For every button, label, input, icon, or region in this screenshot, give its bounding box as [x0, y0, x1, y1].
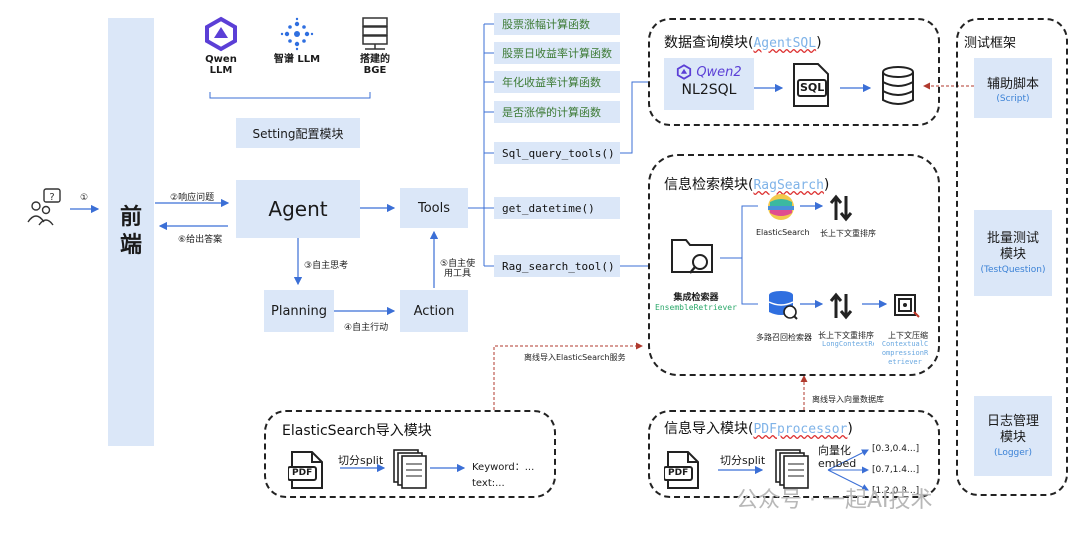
rerank-label-1: 长上下文重排序: [820, 229, 876, 238]
function-item: 股票日收益率计算函数: [494, 42, 620, 64]
step5-label-b: 用工具: [444, 269, 472, 279]
rag-module: [648, 154, 940, 376]
compress-label-en: ContextualCompressionRetriever: [881, 340, 929, 366]
nl2sql-box: Qwen2 NL2SQL: [664, 58, 754, 110]
function-item: 股票涨幅计算函数: [494, 13, 620, 35]
llm-zhipu: 智谱 LLM: [272, 16, 322, 65]
step5-label-a: ⑤自主使: [440, 259, 476, 269]
qwen2-logo-icon: [677, 64, 692, 80]
text-label: text:...: [472, 478, 505, 489]
pdf-icon: PDF: [287, 450, 324, 494]
es-import-module: [264, 410, 556, 498]
sql-module: [648, 18, 940, 126]
vector-value: [0.7,1.4...]: [872, 465, 920, 475]
pdf-split-label: 切分split: [720, 454, 766, 467]
elasticsearch-icon: [766, 192, 796, 226]
compress-icon: [892, 292, 920, 322]
pdf-processor-module: [648, 410, 940, 498]
svg-text:?: ?: [49, 192, 54, 203]
split-docs-icon: [392, 448, 428, 494]
folder-search-icon: [670, 234, 716, 282]
step6-label: ⑥给出答案: [178, 235, 223, 245]
llm-bge: 搭建的 BGE: [350, 16, 400, 76]
keyword-label: Keyword：...: [472, 462, 535, 473]
function-item: 是否涨停的计算函数: [494, 101, 620, 123]
function-item: 年化收益率计算函数: [494, 71, 620, 93]
ensemble-retriever: 集成检索器 EnsembleRetriever: [655, 293, 737, 312]
test-question-box: 批量测试 模块 (TestQuestion): [974, 210, 1052, 296]
es-import-title: ElasticSearch导入模块: [282, 423, 432, 439]
compress-label: 上下文压缩: [888, 331, 928, 340]
rag-internal-lines: [720, 205, 758, 305]
script-box: 辅助脚本 (Script): [974, 58, 1052, 118]
vector-value: [0.3,0.4...]: [872, 444, 920, 454]
pdf-icon: PDF: [663, 450, 700, 494]
user-icon: ?: [26, 188, 66, 228]
llm-qwen: Qwen LLM: [196, 16, 246, 76]
step4-label: ④自主行动: [344, 323, 389, 333]
step1-label: ①: [80, 193, 89, 203]
multi-retriever-label: 多路召回检索器: [756, 333, 812, 342]
es-split-label: 切分split: [338, 454, 384, 467]
rerank-label-2: 长上下文重排序: [818, 331, 874, 340]
multi-retriever-icon: [764, 290, 798, 324]
rerank-icon-1: [828, 194, 854, 226]
split-docs-icon: [774, 448, 810, 494]
llm-bracket: [209, 92, 371, 99]
offline-es-arrow: [493, 342, 643, 410]
offline-vector-label: 离线导入向量数据库: [812, 395, 884, 404]
server-icon: [362, 17, 388, 50]
get-datetime-item: get_datetime(): [494, 197, 620, 219]
setting-box: Setting配置模块: [236, 118, 360, 148]
qwen-llm-label: Qwen LLM: [205, 54, 237, 76]
tools-box: Tools: [400, 188, 468, 228]
step3-label: ③自主思考: [304, 261, 349, 271]
sql-query-tool-item: Sql_query_tools(): [494, 142, 620, 164]
zhipu-llm-label: 智谱 LLM: [273, 54, 321, 65]
step2-label: ②响应问题: [170, 193, 215, 203]
sql-module-title: 数据查询模块(AgentSQL): [664, 35, 822, 51]
frontend-box: 前 端: [108, 18, 154, 446]
test-framework-title: 测试框架: [964, 36, 1017, 51]
rerank-label-2-en: LongContextReorder: [822, 340, 874, 348]
logger-box: 日志管理 模块 (Logger): [974, 396, 1052, 476]
elasticsearch-label: ElasticSearch: [756, 228, 810, 237]
embed-label: 向量化 embed: [818, 444, 857, 470]
agent-box: Agent: [236, 180, 360, 238]
sql-file-icon: SQL: [788, 62, 834, 108]
pdf-processor-title: 信息导入模块(PDFprocessor): [664, 421, 853, 437]
bge-label: 搭建的 BGE: [360, 54, 390, 76]
zhipu-logo-icon: [280, 17, 314, 51]
rerank-icon-2: [828, 292, 854, 324]
database-icon: [880, 66, 916, 110]
action-box: Action: [400, 290, 468, 332]
rag-module-title: 信息检索模块(RagSearch): [664, 177, 830, 193]
qwen-logo-icon: [205, 16, 237, 52]
vector-value: [1.2,0.3...]: [872, 486, 920, 496]
rag-search-tool-item: Rag_search_tool(): [494, 255, 620, 277]
watermark: 公众号 · 一起AI技术: [736, 488, 933, 513]
tools-function-bracket: [468, 23, 648, 267]
planning-box: Planning: [264, 290, 334, 332]
test-framework: [956, 18, 1068, 496]
offline-es-label: 离线导入ElasticSearch服务: [524, 353, 626, 362]
